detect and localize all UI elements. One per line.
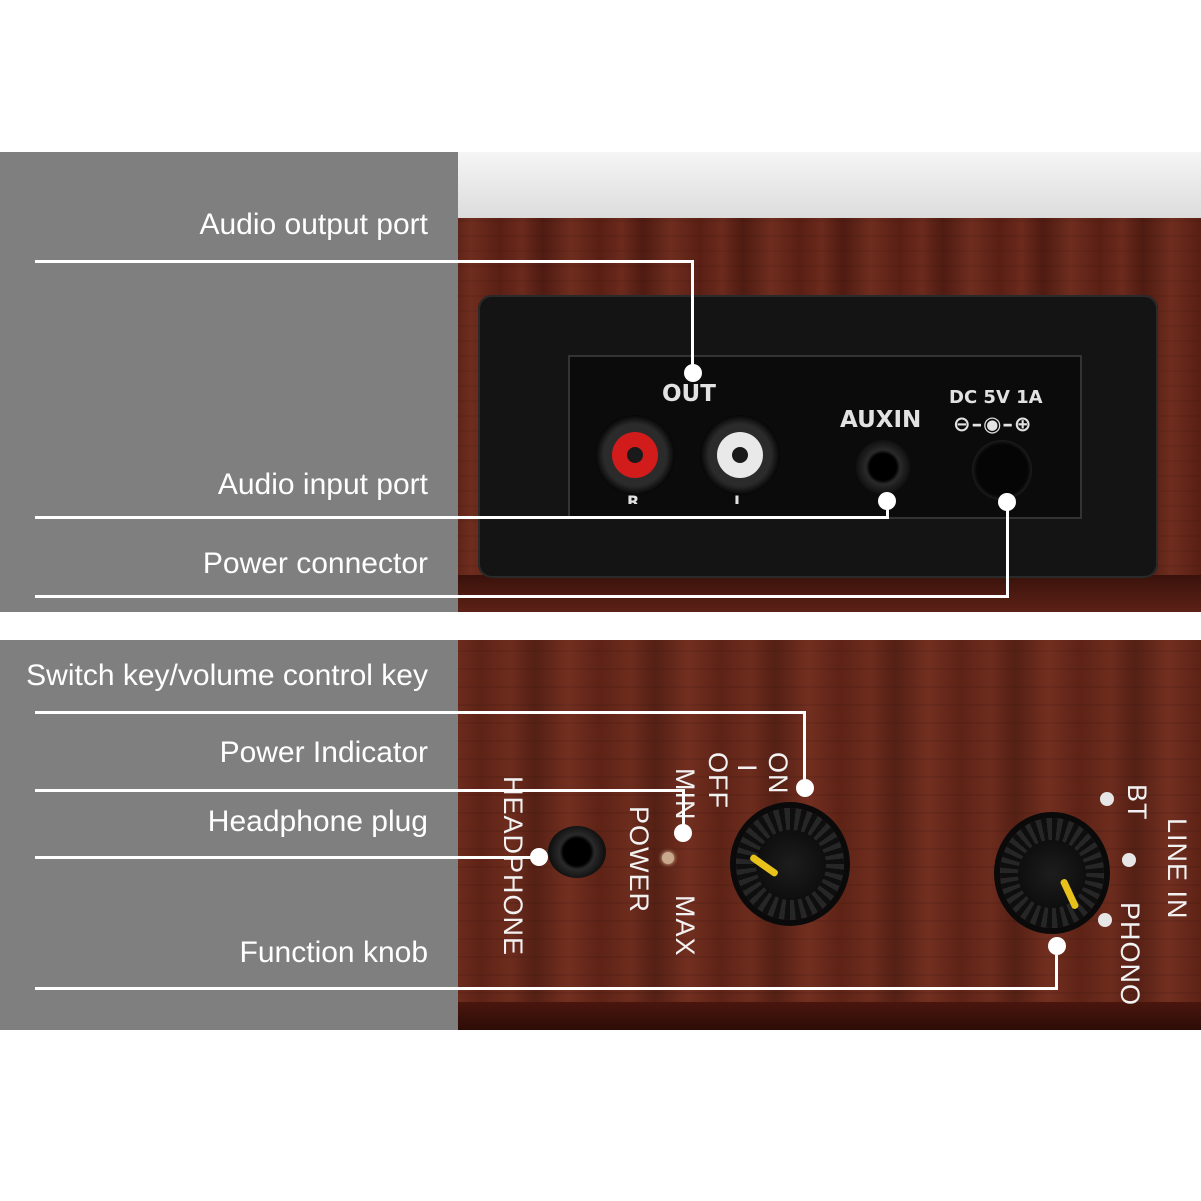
callout-power-connector: Power connector — [202, 547, 428, 580]
on-label: ON — [763, 752, 793, 795]
bt-label: BT — [1122, 784, 1152, 821]
callout-audio-output-port: Audio output port — [199, 208, 428, 241]
headphone-jack — [548, 826, 606, 878]
leader-node-power-indicator — [674, 824, 692, 842]
line-in-position-dot — [1122, 853, 1136, 867]
i-label: I — [732, 764, 762, 773]
bt-position-dot — [1100, 792, 1114, 806]
headphone-label: HEADPHONE — [498, 776, 528, 957]
leader-node-function-knob — [1048, 937, 1066, 955]
callout-panel-top — [0, 152, 458, 612]
callout-audio-input-port: Audio input port — [217, 468, 428, 501]
power-label: POWER — [624, 806, 654, 914]
callout-function-knob: Function knob — [239, 936, 428, 969]
phono-label: PHONO — [1115, 902, 1145, 1007]
leader-node-audio-input — [878, 492, 896, 510]
line-in-label: LINE IN — [1162, 818, 1192, 920]
leader-node-audio-output — [684, 364, 702, 382]
phono-position-dot — [1098, 913, 1112, 927]
leader-line-power-indicator — [35, 789, 685, 792]
leader-node-headphone — [530, 848, 548, 866]
auxin-label: AUXIN — [840, 407, 922, 433]
dc-power-jack — [972, 440, 1032, 500]
leader-line-audio-output-vertical — [691, 260, 694, 372]
leader-line-audio-output — [35, 260, 693, 263]
polarity-symbol: ⊖–◉–⊕ — [953, 412, 1033, 436]
callout-headphone-plug: Headphone plug — [207, 805, 428, 838]
leader-line-audio-input — [35, 516, 888, 519]
callout-panel-bottom — [0, 640, 458, 1030]
leader-line-headphone — [35, 856, 539, 859]
aux-in-jack — [856, 440, 910, 494]
dc-rating-label: DC 5V 1A — [949, 387, 1043, 408]
leader-line-switch-volume-vertical — [803, 711, 806, 788]
callout-power-indicator: Power Indicator — [219, 736, 428, 769]
leader-node-power-connector — [998, 493, 1016, 511]
leader-line-switch-volume — [35, 711, 806, 714]
callout-switch-volume-key: Switch key/volume control key — [26, 659, 428, 692]
off-label: OFF — [703, 752, 733, 809]
leader-line-power-connector-vertical — [1006, 502, 1009, 598]
out-label: OUT — [662, 381, 716, 407]
rca-left-label: L — [734, 492, 745, 504]
leader-line-power-connector — [35, 595, 1009, 598]
leader-line-power-indicator-vertical — [682, 789, 685, 833]
rca-right-pin — [627, 447, 643, 463]
power-indicator-led — [662, 852, 674, 864]
max-label: MAX — [670, 895, 700, 957]
function-knob-cap — [1018, 840, 1086, 908]
leader-line-function-knob-vertical — [1055, 946, 1058, 990]
leader-node-switch-volume — [796, 779, 814, 797]
rca-right-label: R — [627, 492, 640, 504]
rca-left-pin — [732, 447, 748, 463]
leader-line-function-knob — [35, 987, 1058, 990]
